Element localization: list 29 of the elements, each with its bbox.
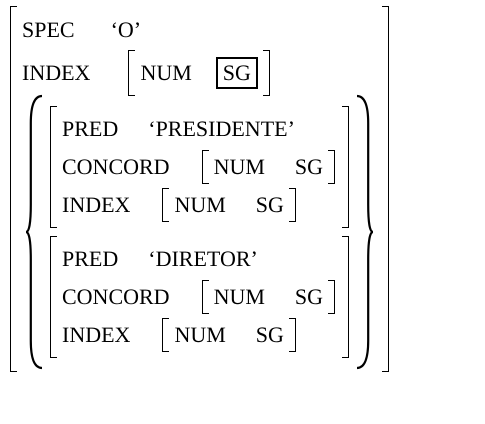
feature-name: INDEX [62, 192, 130, 218]
attribute-value-matrix [160, 188, 298, 222]
feature-value: SG [294, 154, 324, 180]
feature-name: NUM [214, 284, 265, 310]
feature-value: SG [256, 192, 284, 218]
feature-value: ‘O’ [110, 17, 142, 43]
feature-name: PRED [62, 116, 118, 142]
attribute-value-matrix [8, 6, 392, 372]
feature-name: CONCORD [62, 154, 170, 180]
attribute-value-matrix [200, 280, 338, 314]
attribute-value-matrix [200, 150, 338, 184]
attribute-value-matrix [48, 106, 352, 228]
feature-name: NUM [140, 60, 192, 86]
feature-name: NUM [174, 322, 226, 348]
attribute-value-matrix [126, 50, 272, 96]
feature-name: NUM [214, 154, 265, 180]
attribute-value-matrix [160, 318, 298, 352]
feature-name: INDEX [62, 322, 130, 348]
feature-name: NUM [174, 192, 226, 218]
feature-name: PRED [62, 246, 118, 272]
feature-name: CONCORD [62, 284, 170, 310]
feature-value: SG [256, 322, 284, 348]
feature-value: ‘DIRETOR’ [148, 246, 258, 272]
feature-value: SG [294, 284, 324, 310]
feature-value: ‘PRESIDENTE’ [148, 116, 295, 142]
feature-name: SPEC [22, 17, 75, 43]
attribute-value-matrix [48, 236, 352, 358]
boxed-value: SG [216, 57, 258, 89]
feature-name: INDEX [22, 60, 90, 86]
